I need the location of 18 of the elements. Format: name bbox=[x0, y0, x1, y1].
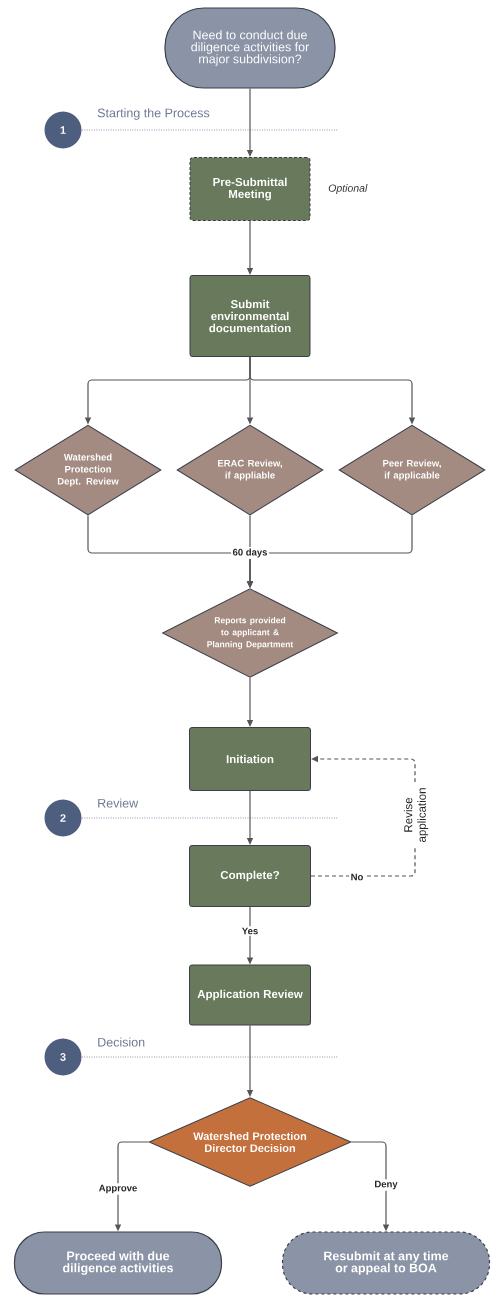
terminal-pill: Need to conduct due diligence activities for major subdivision? bbox=[164, 7, 336, 89]
edge-label: 60 days bbox=[231, 547, 269, 559]
process-box: Submit environmental documentation bbox=[189, 275, 311, 357]
process-box: Complete? bbox=[189, 845, 311, 907]
note-text: Optional bbox=[328, 184, 368, 194]
edge-label: No bbox=[349, 872, 365, 882]
process-box: Initiation bbox=[189, 727, 311, 791]
edge-label: Approve bbox=[97, 1183, 139, 1195]
edge-label: Deny bbox=[372, 1179, 400, 1191]
edge-label: Yes bbox=[240, 926, 260, 936]
process-box: Application Review bbox=[189, 964, 311, 1026]
process-box: Pre-Submittal Meeting bbox=[189, 157, 311, 221]
terminal-pill: Resubmit at any time or appeal to BOA bbox=[281, 1231, 491, 1295]
edge-note: Revise application bbox=[402, 782, 430, 848]
phase-heading: Starting the Process bbox=[97, 108, 210, 120]
phase-heading: Review bbox=[98, 798, 139, 808]
terminal-pill: Proceed with due diligence activities bbox=[13, 1231, 223, 1295]
phase-heading: Decision bbox=[98, 1037, 145, 1047]
